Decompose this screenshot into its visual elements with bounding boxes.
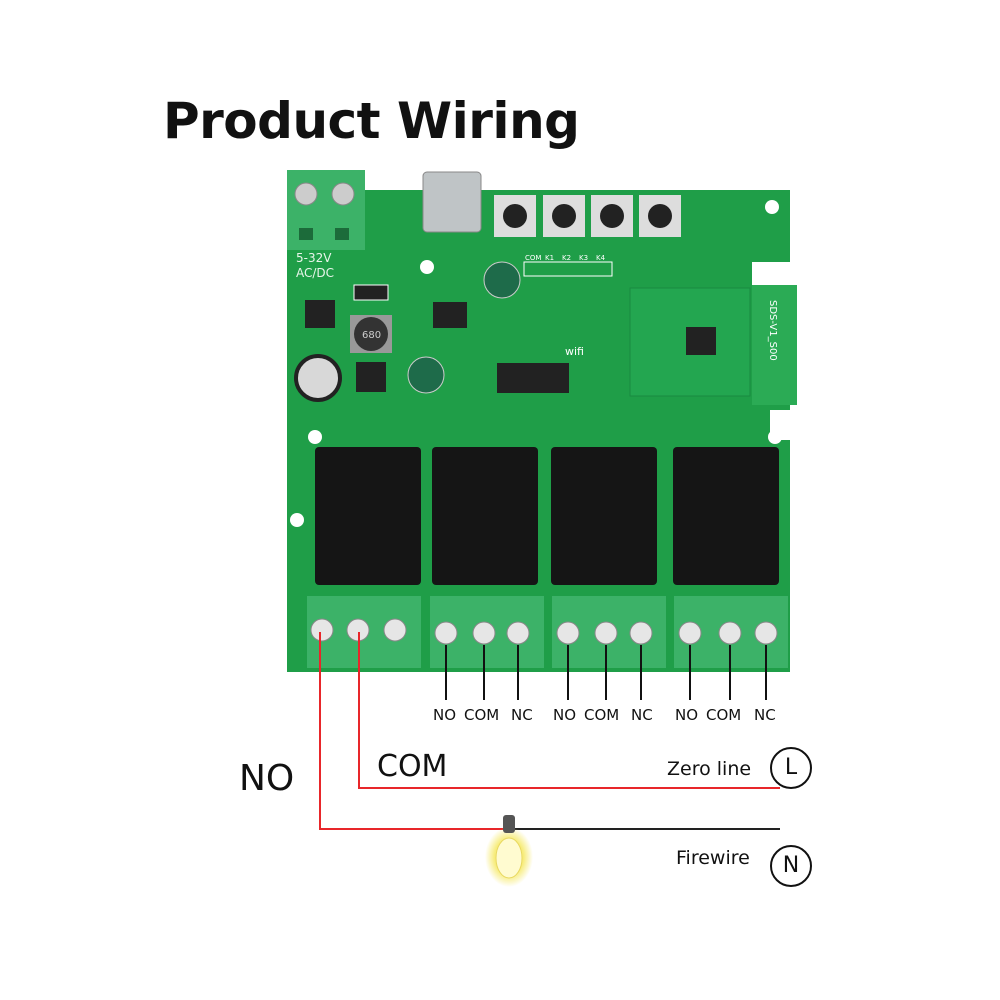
terminal-label-no: NO [675, 706, 699, 724]
terminal-label-nc: NC [631, 706, 653, 724]
firewire-label: Firewire [676, 847, 750, 869]
terminal-label-no: NO [433, 706, 457, 724]
power-label: 5-32V [296, 251, 332, 265]
terminal-label-no: NO [553, 706, 577, 724]
terminal-label-com: COM [464, 706, 500, 724]
usb-c-port [422, 171, 482, 233]
com-wire [358, 632, 780, 789]
relays [315, 447, 779, 585]
pin-label: K2 [562, 254, 571, 262]
terminal-label-nc: NC [511, 706, 533, 724]
terminal-label-nc: NC [754, 706, 776, 724]
inductor-label: 680 [362, 330, 381, 341]
com-label: COM [377, 749, 448, 784]
terminal-label-com: COM [584, 706, 620, 724]
neutral-symbol: N [770, 845, 812, 887]
buttons [494, 195, 681, 237]
no-wire [319, 632, 505, 830]
power-label-2: AC/DC [296, 266, 334, 280]
relay-terminals [307, 596, 788, 668]
zero-line-label: Zero line [667, 758, 752, 780]
pin-label: K1 [545, 254, 554, 262]
capacitor [483, 261, 521, 299]
wifi-module: SDS-V1_S00 [629, 287, 778, 397]
light-bulb-icon [485, 815, 533, 887]
terminal-leads [445, 645, 767, 700]
relay-board: 5-32V AC/DC COM K1 K2 K3 K4 680 wif [287, 170, 797, 672]
pin-label: K4 [596, 254, 606, 262]
wifi-label: wifi [565, 345, 584, 358]
live-symbol: L [770, 747, 812, 789]
svg-text:SDS-V1_S00: SDS-V1_S00 [767, 300, 778, 361]
terminal-label-com: COM [706, 706, 742, 724]
pin-label: K3 [579, 254, 588, 262]
power-terminal [287, 170, 365, 250]
pin-label: COM [525, 254, 541, 262]
page-title: Product Wiring [163, 92, 580, 150]
no-label: NO [239, 758, 295, 799]
